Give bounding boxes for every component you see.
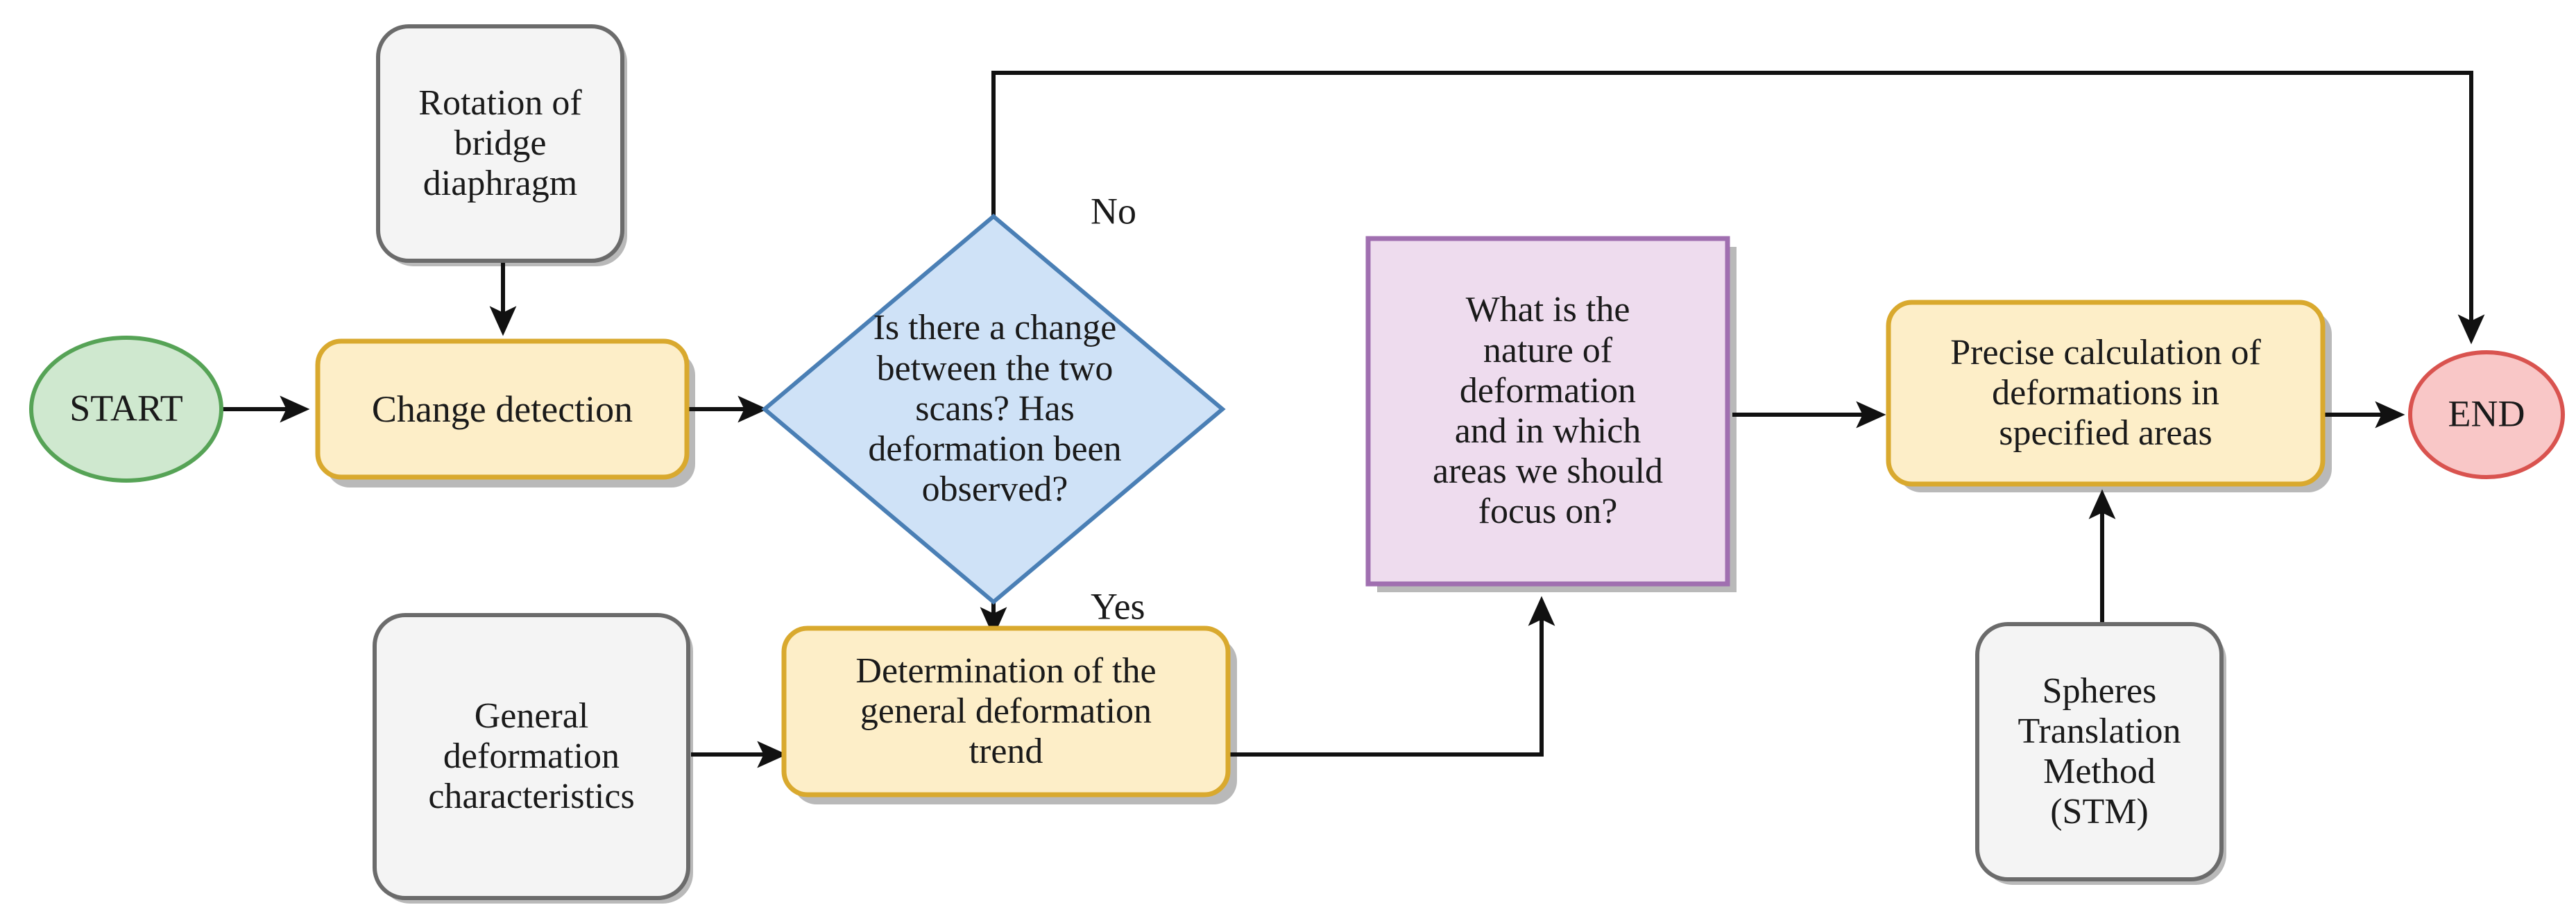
change-detection-label: Change detection xyxy=(371,388,633,430)
edge-label-no: No xyxy=(1091,190,1136,232)
precise-calculation-label-wrap: Precise calculation of deformations in s… xyxy=(1950,332,2261,454)
node-trend[interactable]: Determination of the general deformation… xyxy=(781,626,1231,797)
decision-diamond[interactable] xyxy=(761,214,1226,605)
node-start[interactable]: START xyxy=(29,336,223,483)
edge-layer xyxy=(221,71,2485,768)
general-characteristics-box[interactable] xyxy=(373,613,690,900)
node-stm[interactable]: Spheres Translation Method (STM) xyxy=(1975,622,2224,881)
general-characteristics-label-wrap: General deformation characteristics xyxy=(428,696,635,817)
stm-box[interactable] xyxy=(1975,622,2224,881)
decision-label-wrap: Is there a change between the two scans?… xyxy=(868,308,1122,510)
precise-calculation-box[interactable] xyxy=(1886,300,2326,487)
decision-label: Is there a change between the two scans?… xyxy=(868,308,1122,510)
rotation-label-wrap: Rotation of bridge diaphragm xyxy=(418,83,582,204)
rotation-box[interactable] xyxy=(376,24,624,263)
trend-box[interactable] xyxy=(781,626,1231,797)
trend-label-wrap: Determination of the general deformation… xyxy=(855,650,1157,772)
stm-label-wrap: Spheres Translation Method (STM) xyxy=(2018,671,2181,832)
end-ellipse[interactable] xyxy=(2408,350,2565,479)
trend-label: Determination of the general deformation… xyxy=(855,650,1157,772)
node-rotation[interactable]: Rotation of bridge diaphragm xyxy=(376,24,624,263)
change-detection-box[interactable] xyxy=(315,338,690,480)
precise-calculation-label: Precise calculation of deformations in s… xyxy=(1950,332,2261,454)
node-end[interactable]: END xyxy=(2408,350,2565,479)
end-label: END xyxy=(2448,393,2525,434)
rotation-label: Rotation of bridge diaphragm xyxy=(418,83,582,204)
change-detection-label-wrap: Change detection xyxy=(371,388,633,430)
nature-question-label-wrap: What is the nature of deformation and in… xyxy=(1432,290,1664,532)
node-precise-calculation[interactable]: Precise calculation of deformations in s… xyxy=(1886,300,2326,487)
nature-question-box[interactable] xyxy=(1365,236,1730,587)
stm-label: Spheres Translation Method (STM) xyxy=(2018,671,2181,832)
nature-question-label: What is the nature of deformation and in… xyxy=(1432,290,1664,532)
node-change-detection[interactable]: Change detection xyxy=(315,338,690,480)
start-label: START xyxy=(69,387,182,429)
edge-label-yes: Yes xyxy=(1091,585,1145,627)
node-general-characteristics[interactable]: General deformation characteristics xyxy=(373,613,690,900)
node-nature-question[interactable]: What is the nature of deformation and in… xyxy=(1365,236,1730,587)
edge-trend-to-nature xyxy=(1229,596,1555,757)
start-ellipse[interactable] xyxy=(29,336,223,483)
general-characteristics-label: General deformation characteristics xyxy=(428,696,635,817)
edge-decision-no-to-end xyxy=(991,71,2485,345)
node-decision[interactable]: Is there a change between the two scans?… xyxy=(761,214,1226,605)
